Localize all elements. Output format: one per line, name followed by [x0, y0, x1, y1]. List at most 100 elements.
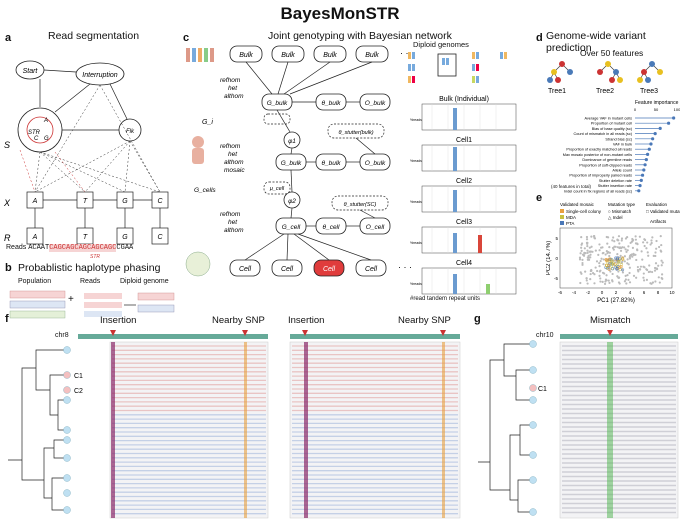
pca-point-artifact — [590, 245, 593, 248]
r-c: C — [157, 234, 163, 241]
pca-point-artifact — [619, 254, 622, 258]
tree-3: Tree3 — [640, 88, 658, 95]
param-cell-refhom: refhom — [220, 143, 241, 150]
pca-point-validated — [605, 266, 609, 270]
pca-point-artifact — [636, 265, 639, 269]
pca-point-artifact — [631, 237, 634, 241]
fi-feature-label: Allele count — [612, 169, 633, 173]
param-cellx-althom: althom — [224, 227, 244, 234]
hist-frame — [421, 185, 517, 213]
gcells-label: G_cells — [194, 187, 216, 194]
legend-item: Single-cell colony — [566, 209, 602, 214]
pca-point-validated — [608, 257, 612, 262]
node-theta-cell: θ_cell — [323, 224, 340, 231]
pca-xtick: 8 — [657, 290, 660, 295]
pca-point-artifact — [585, 279, 588, 282]
interruption-label: Interruption — [82, 72, 118, 79]
mismatch-label: Mismatch — [590, 315, 631, 326]
fi-point — [637, 189, 641, 193]
pca-point-artifact — [642, 276, 645, 279]
fi-feature-label: Average VAF in mutant cells — [584, 117, 632, 121]
pca-point-artifact — [600, 257, 603, 260]
fi-feature-label: Stutter insertion rate — [598, 184, 632, 188]
pca-point-artifact — [654, 262, 658, 265]
chrom-ideogram-g — [560, 334, 678, 339]
pca-point-artifact — [619, 249, 623, 252]
pca-point-artifact — [647, 270, 650, 274]
pca-point-artifact — [635, 258, 638, 262]
pca-point-artifact — [650, 239, 653, 242]
cell-c2-f: C2 — [74, 388, 83, 395]
plus-sign: + — [68, 294, 74, 305]
pca-point-artifact — [661, 261, 664, 264]
pca-point-artifact — [579, 281, 582, 285]
fi-point — [651, 137, 655, 141]
pca-point-artifact — [654, 251, 657, 254]
cell-c1-f: C1 — [74, 373, 83, 380]
pca-point-artifact — [605, 279, 608, 282]
pca-point-artifact — [599, 269, 602, 272]
pca-point-artifact — [657, 276, 660, 279]
param-bulk-refhom: refhom — [220, 77, 241, 84]
pca-point-artifact — [646, 251, 649, 254]
hist-ylabel: %reads — [410, 118, 422, 122]
pca-point-artifact — [626, 274, 629, 277]
pca-point-artifact — [614, 245, 617, 248]
pca-point-artifact — [631, 255, 634, 258]
pca-point-artifact — [621, 268, 624, 271]
panel-d-letter: d — [536, 32, 543, 44]
nearby-snp-label-1: Nearby SNP — [212, 315, 265, 326]
fi-tick: 100 — [674, 107, 680, 112]
pca-point-artifact — [627, 245, 630, 248]
pca-point-validated — [615, 256, 619, 260]
panel-c-heading: Joint genotyping with Bayesian network — [268, 30, 452, 42]
str-label: STR — [28, 130, 41, 136]
fi-point — [638, 184, 642, 188]
pca-point-artifact — [651, 281, 655, 284]
node-phi2: φ2 — [288, 198, 296, 205]
insertion-label-1: Insertion — [100, 315, 137, 326]
legend-item: ○ Mismatch — [608, 209, 632, 214]
fi-tick: 0 — [634, 107, 637, 112]
over-features-label: Over 50 features — [580, 48, 644, 58]
fi-feature-label: Indel count in fix regions of all reads … — [564, 189, 633, 193]
hist-frame — [421, 103, 517, 131]
igv-pane-g — [559, 341, 679, 519]
param-cell-mosaic: mosaic — [224, 167, 245, 174]
node-theta-bulk-2: θ_bulk — [321, 160, 341, 167]
pca-point-artifact — [607, 279, 610, 282]
hist-bar — [478, 235, 482, 253]
cell-1: Cell — [239, 266, 252, 273]
pca-point-artifact — [641, 258, 644, 261]
r-a: A — [32, 234, 38, 241]
pca-point-artifact — [598, 265, 601, 268]
cell-2: Cell — [281, 266, 294, 273]
fi-point — [653, 132, 657, 136]
hist-xlabel: #read tandem repeat units — [410, 296, 481, 302]
hist-ylabel: %reads — [410, 241, 422, 245]
cell-c1-g: C1 — [538, 386, 547, 393]
hist-bar — [453, 233, 457, 253]
pca-point-artifact — [626, 258, 629, 261]
hist-ylabel: %reads — [410, 282, 422, 286]
pca-point-artifact — [584, 270, 587, 273]
pca-point-artifact — [580, 243, 583, 246]
pca-point-artifact — [617, 255, 620, 259]
lineage-tree-f — [8, 349, 64, 511]
chrom-ideogram-2 — [290, 334, 460, 339]
pca-point-artifact — [655, 268, 659, 271]
pca-point-artifact — [643, 244, 646, 248]
pca-point-artifact — [616, 253, 619, 256]
pca-point-artifact — [585, 277, 588, 280]
pca-point-artifact — [627, 263, 630, 266]
str-state — [17, 107, 63, 153]
pca-point-artifact — [611, 239, 614, 242]
param-cellx-refhom: refhom — [220, 211, 241, 218]
pca-point-artifact — [618, 276, 621, 279]
bulk-1: Bulk — [239, 52, 253, 59]
pca-point-artifact — [585, 235, 589, 239]
hist-title: Cell3 — [456, 219, 472, 226]
pca-point-artifact — [581, 258, 584, 261]
pca-point-artifact — [653, 269, 657, 272]
flk-label: Flk — [126, 129, 135, 135]
